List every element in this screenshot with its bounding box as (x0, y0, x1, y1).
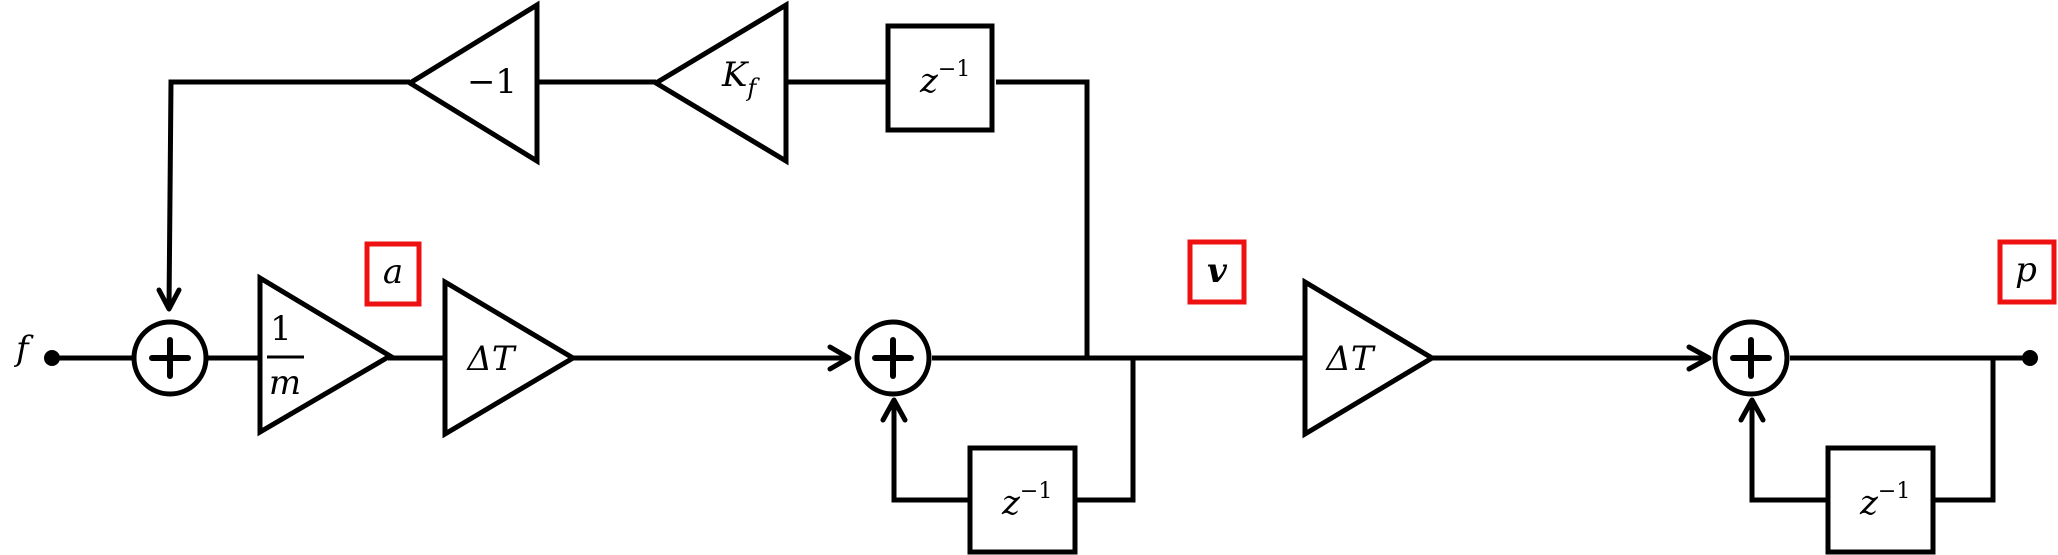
kf-label: K (721, 55, 750, 95)
gain-inverse-mass: 1 m (257, 273, 395, 437)
delay-right-exp: −1 (1878, 479, 1910, 504)
wire-v-loop-back (891, 403, 968, 503)
arrowhead-sum2-bottom (880, 397, 908, 423)
gain-delta-t-2: ΔT (1302, 277, 1437, 439)
signal-v-text: v (1207, 251, 1228, 291)
delta-t-2-label: ΔT (1324, 339, 1376, 379)
signal-label-a: a (364, 241, 422, 307)
signal-a-text: a (383, 252, 403, 292)
arrowhead-sum3-bottom (1738, 397, 1766, 423)
output-terminal (2022, 350, 2038, 366)
wire-p-loop-back (1749, 403, 1828, 503)
inverse-mass-numerator: 1 (270, 309, 292, 349)
input-terminal (44, 350, 60, 366)
delay-mid: z−1 (967, 445, 1078, 555)
negative-one-label: −1 (467, 62, 517, 102)
sum-junction-2 (854, 319, 932, 397)
gain-delta-t-1: ΔT (442, 277, 578, 439)
delay-right: z−1 (1825, 445, 1936, 555)
svg-text:Kf: Kf (721, 55, 760, 102)
sum-junction-3 (1712, 319, 1790, 397)
delay-top-exp: −1 (938, 57, 970, 82)
arrowhead-sum1-top (156, 287, 182, 312)
delay-top-base: z (919, 61, 939, 101)
sum-junction-1 (131, 319, 209, 397)
arrowhead-sum3-left (1686, 344, 1712, 372)
inverse-mass-denominator: m (269, 363, 301, 403)
delay-top: z−1 (885, 23, 995, 133)
gain-kf: Kf (651, 0, 789, 166)
wire-v-loop (1075, 358, 1136, 503)
svg-text:z−1: z−1 (1859, 479, 1910, 523)
signal-wires (52, 79, 2030, 503)
input-label: f (13, 329, 34, 369)
wire-p-loop (1933, 358, 1996, 503)
signal-p-text: p (2015, 250, 2037, 290)
delay-mid-base: z (1001, 483, 1021, 523)
delta-t-1-label: ΔT (465, 339, 517, 379)
signal-label-v: v (1187, 239, 1247, 305)
svg-text:z−1: z−1 (1001, 479, 1052, 523)
svg-text:z−1: z−1 (919, 57, 970, 101)
delay-right-base: z (1859, 483, 1879, 523)
gain-negative-one: −1 (405, 0, 540, 166)
signal-label-p: p (1997, 239, 2057, 305)
wire-feedback-up (996, 79, 1090, 358)
arrowhead-sum2-left (827, 344, 852, 372)
arrowheads (156, 287, 1766, 423)
delay-mid-exp: −1 (1020, 479, 1052, 504)
wire-feedback-down (166, 79, 410, 309)
